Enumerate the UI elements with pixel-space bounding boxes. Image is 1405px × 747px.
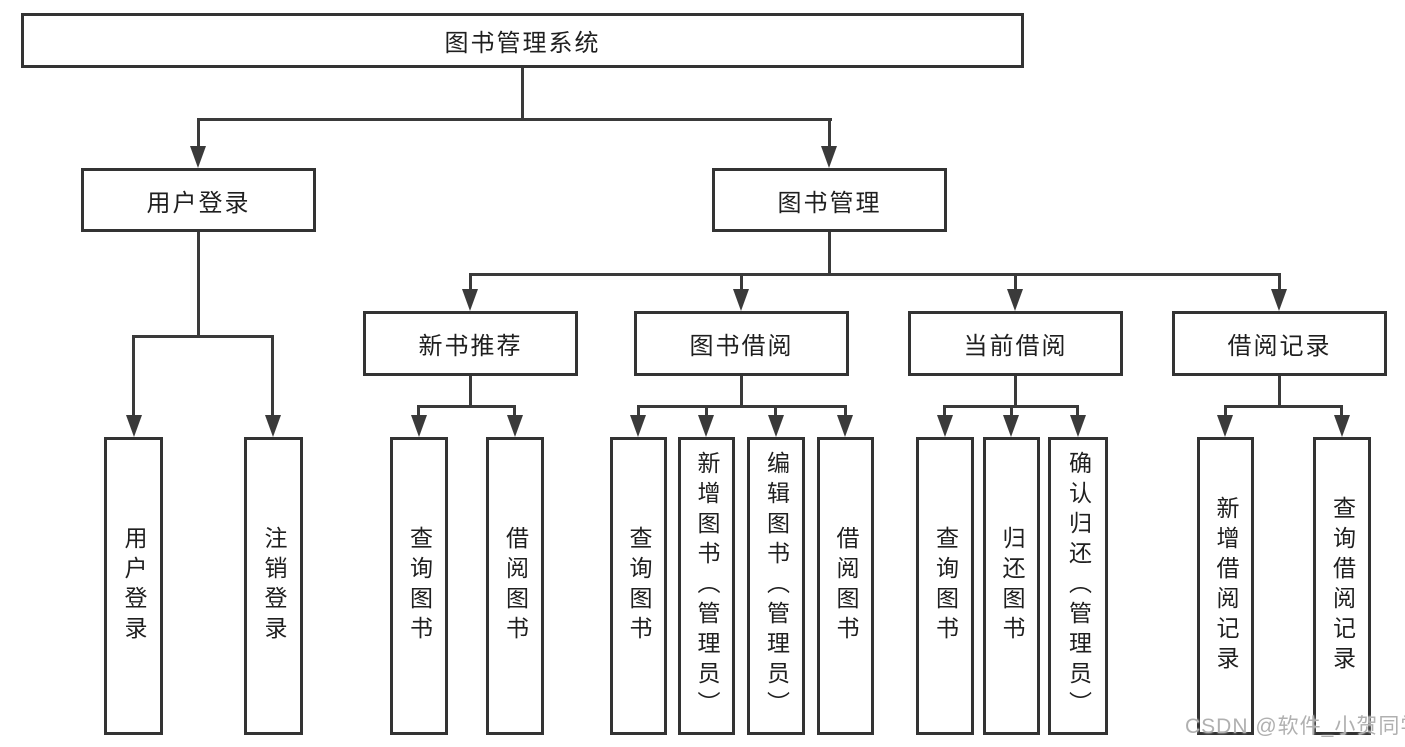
leaf-query-book-2: 查询图书	[610, 437, 667, 735]
leaf-query-borrow-record: 查询借阅记录	[1313, 437, 1371, 735]
leaf-confirm-return-admin: 确认归还（管理员）	[1048, 437, 1108, 735]
arrow-down-icon	[1217, 415, 1233, 437]
connector-line	[637, 405, 640, 419]
connector-line	[469, 376, 472, 407]
arrow-down-icon	[768, 415, 784, 437]
leaf-add-borrow-record-label: 新增借阅记录	[1213, 496, 1239, 676]
connector-line	[271, 335, 274, 417]
arrow-down-icon	[1070, 415, 1086, 437]
connector-line	[417, 405, 516, 408]
connector-line	[1224, 405, 1342, 408]
connector-line	[828, 232, 831, 276]
connector-line	[197, 118, 200, 150]
connector-line	[1278, 376, 1281, 407]
leaf-add-book-admin: 新增图书（管理员）	[678, 437, 735, 735]
leaf-user-login: 用户登录	[104, 437, 163, 735]
arrow-down-icon	[733, 289, 749, 311]
leaf-borrow-book-1-label: 借阅图书	[502, 526, 529, 646]
arrow-down-icon	[630, 415, 646, 437]
node-current-borrow-label: 当前借阅	[963, 333, 1068, 360]
leaf-edit-book-admin: 编辑图书（管理员）	[747, 437, 805, 735]
connector-line	[521, 68, 524, 120]
connector-line	[469, 273, 472, 293]
leaf-query-book-3-label: 查询图书	[932, 526, 959, 646]
node-book-management: 图书管理	[712, 168, 947, 232]
leaf-borrow-book-2: 借阅图书	[817, 437, 874, 735]
arrow-down-icon	[698, 415, 714, 437]
connector-line	[132, 335, 274, 338]
connector-line	[705, 405, 708, 419]
connector-line	[513, 405, 516, 419]
connector-line	[469, 273, 1281, 276]
connector-line	[828, 118, 831, 150]
connector-line	[132, 335, 135, 417]
leaf-query-book-3: 查询图书	[916, 437, 974, 735]
connector-line	[1076, 405, 1079, 419]
arrow-down-icon	[190, 146, 206, 168]
node-book-borrow-label: 图书借阅	[689, 333, 794, 360]
arrow-down-icon	[937, 415, 953, 437]
node-root-label: 图书管理系统	[444, 30, 601, 57]
csdn-watermark: CSDN @软件_小贺同学	[1185, 715, 1405, 738]
node-book-borrow: 图书借阅	[634, 311, 849, 376]
arrow-down-icon	[1007, 289, 1023, 311]
node-new-book-recommend: 新书推荐	[363, 311, 578, 376]
arrow-down-icon	[821, 146, 837, 168]
connector-line	[1014, 273, 1017, 293]
arrow-down-icon	[1271, 289, 1287, 311]
leaf-logout-label: 注销登录	[261, 526, 287, 646]
connector-line	[198, 118, 832, 121]
node-user-login-label: 用户登录	[146, 189, 251, 217]
node-borrow-record: 借阅记录	[1172, 311, 1387, 376]
node-book-management-label: 图书管理	[777, 189, 882, 217]
arrow-down-icon	[507, 415, 523, 437]
node-new-book-recommend-label: 新书推荐	[418, 333, 523, 360]
connector-line	[943, 405, 946, 419]
node-user-login: 用户登录	[81, 168, 316, 232]
leaf-user-login-label: 用户登录	[121, 526, 147, 646]
connector-line	[774, 405, 777, 419]
leaf-add-book-admin-label: 新增图书（管理员）	[694, 451, 720, 721]
connector-line	[1224, 405, 1227, 419]
connector-line	[417, 405, 420, 419]
connector-line	[197, 232, 200, 338]
arrow-down-icon	[1334, 415, 1350, 437]
arrow-down-icon	[462, 289, 478, 311]
leaf-logout: 注销登录	[244, 437, 303, 735]
arrow-down-icon	[1003, 415, 1019, 437]
leaf-add-borrow-record: 新增借阅记录	[1197, 437, 1254, 735]
arrow-down-icon	[126, 415, 142, 437]
connector-line	[844, 405, 847, 419]
connector-line	[1010, 405, 1013, 419]
connector-line	[1340, 405, 1343, 419]
leaf-borrow-book-2-label: 借阅图书	[833, 526, 859, 646]
connector-line	[740, 273, 743, 293]
leaf-return-book-label: 归还图书	[999, 526, 1025, 646]
connector-line	[637, 405, 847, 408]
leaf-return-book: 归还图书	[983, 437, 1040, 735]
arrow-down-icon	[411, 415, 427, 437]
leaf-query-book-1: 查询图书	[390, 437, 448, 735]
leaf-query-book-2-label: 查询图书	[626, 526, 652, 646]
leaf-query-borrow-record-label: 查询借阅记录	[1329, 496, 1356, 676]
leaf-edit-book-admin-label: 编辑图书（管理员）	[763, 451, 790, 721]
node-current-borrow: 当前借阅	[908, 311, 1123, 376]
leaf-confirm-return-admin-label: 确认归还（管理员）	[1065, 451, 1092, 721]
leaf-query-book-1-label: 查询图书	[406, 526, 433, 646]
connector-line	[1278, 273, 1281, 293]
connector-line	[740, 376, 743, 407]
leaf-borrow-book-1: 借阅图书	[486, 437, 544, 735]
node-root: 图书管理系统	[21, 13, 1024, 68]
connector-line	[1014, 376, 1017, 407]
arrow-down-icon	[837, 415, 853, 437]
node-borrow-record-label: 借阅记录	[1227, 333, 1332, 360]
arrow-down-icon	[265, 415, 281, 437]
